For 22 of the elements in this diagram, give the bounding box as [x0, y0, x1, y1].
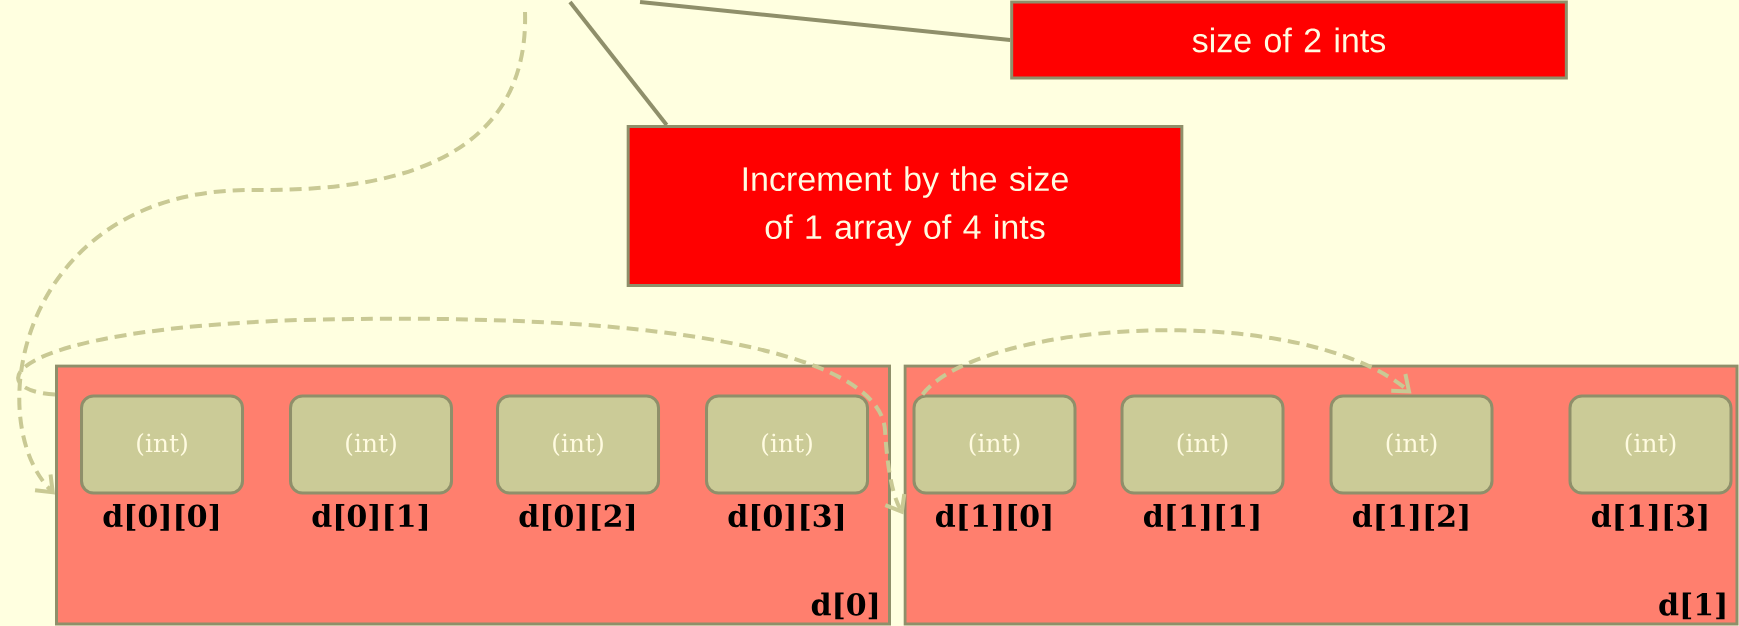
cell-label: d[0][3] — [728, 504, 843, 531]
cell-label: d[1][1] — [1144, 504, 1259, 531]
callout-box: size of 2 ints — [1010, 0, 1568, 80]
cell-label: d[1][3] — [1592, 504, 1707, 531]
leader-line — [639, 0, 1011, 42]
cell-label: d[0][1] — [312, 504, 427, 531]
arrow — [17, 11, 527, 495]
memory-cell: (int) — [496, 394, 660, 495]
memory-cell: (int) — [289, 394, 453, 495]
callout-box: Increment by the size of 1 array of 4 ints — [626, 125, 1184, 287]
cell-label: d[1][0] — [936, 504, 1051, 531]
memory-cell: (int) — [1120, 394, 1285, 495]
memory-cell: (int) — [912, 394, 1077, 495]
memory-cell: (int) — [1329, 394, 1494, 495]
leader-line — [568, 0, 669, 127]
arrow — [17, 316, 907, 515]
memory-cell: (int) — [80, 394, 244, 495]
cell-label: d[0][2] — [519, 504, 634, 531]
memory-cell: (int) — [705, 394, 869, 495]
cell-label: d[1][2] — [1353, 504, 1468, 531]
cell-label: d[0][0] — [103, 504, 218, 531]
memory-cell: (int) — [1568, 394, 1733, 495]
